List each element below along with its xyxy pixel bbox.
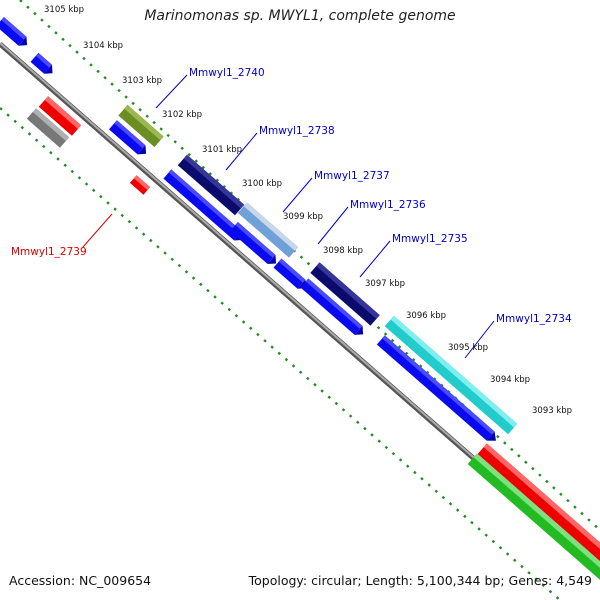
- gene-labels: Mmwyl1_2740 Mmwyl1_2738 Mmwyl1_2737 Mmwy…: [11, 67, 572, 325]
- accession-label: Accession: NC_009654: [9, 573, 152, 588]
- tick-label: 3097 kbp: [365, 279, 405, 289]
- tick-label: 3099 kbp: [283, 212, 323, 222]
- genome-title: Marinomonas sp. MWYL1, complete genome: [144, 8, 456, 24]
- gene-label[interactable]: Mmwyl1_2738: [259, 125, 335, 137]
- gene-feature-blue[interactable]: [300, 278, 367, 338]
- gene-feature-navy[interactable]: [177, 154, 245, 216]
- gene-feature-gray[interactable]: [26, 108, 70, 148]
- gene-feature-green[interactable]: [467, 453, 600, 583]
- gene-feature-red[interactable]: [477, 443, 600, 573]
- tick-labels: 3105 kbp 3104 kbp 3103 kbp 3102 kbp 3101…: [44, 5, 572, 416]
- gene-label[interactable]: Mmwyl1_2736: [350, 199, 426, 211]
- gene-feature-cyan[interactable]: [384, 315, 518, 435]
- gene-label[interactable]: Mmwyl1_2740: [189, 67, 265, 79]
- gene-feature-steelblue[interactable]: [237, 202, 299, 258]
- gene-feature-blue[interactable]: [0, 16, 31, 50]
- tick-label: 3093 kbp: [532, 406, 572, 416]
- inner-tick-track: [0, 107, 561, 600]
- topology-summary: Topology: circular; Length: 5,100,344 bp…: [248, 573, 592, 588]
- gene-feature-blue[interactable]: [108, 120, 150, 158]
- tick-label: 3095 kbp: [448, 343, 488, 353]
- gene-label[interactable]: Mmwyl1_2735: [392, 233, 468, 245]
- tick-label: 3105 kbp: [44, 5, 84, 15]
- tick-label: 3103 kbp: [122, 76, 162, 86]
- gene-features: [0, 16, 600, 583]
- tick-label: 3102 kbp: [162, 110, 202, 120]
- gene-feature-olive[interactable]: [118, 104, 164, 148]
- gene-feature-blue[interactable]: [376, 335, 500, 445]
- gene-label[interactable]: Mmwyl1_2734: [496, 313, 572, 325]
- gene-label[interactable]: Mmwyl1_2737: [314, 170, 390, 182]
- tick-label: 3094 kbp: [490, 375, 530, 385]
- gene-feature-red[interactable]: [38, 96, 82, 136]
- gene-feature-navy[interactable]: [310, 262, 380, 326]
- tick-label: 3104 kbp: [83, 41, 123, 51]
- gene-feature-blue[interactable]: [30, 52, 57, 78]
- tick-label: 3098 kbp: [323, 246, 363, 256]
- gene-feature-red-small[interactable]: [129, 175, 151, 195]
- tick-label: 3096 kbp: [406, 311, 446, 321]
- gene-feature-blue[interactable]: [229, 222, 280, 268]
- tick-label: 3101 kbp: [202, 145, 242, 155]
- tick-label: 3100 kbp: [242, 179, 282, 189]
- gene-label[interactable]: Mmwyl1_2739: [11, 246, 87, 258]
- gene-label-leaders: [82, 74, 495, 359]
- outer-tick-track: [19, 0, 600, 531]
